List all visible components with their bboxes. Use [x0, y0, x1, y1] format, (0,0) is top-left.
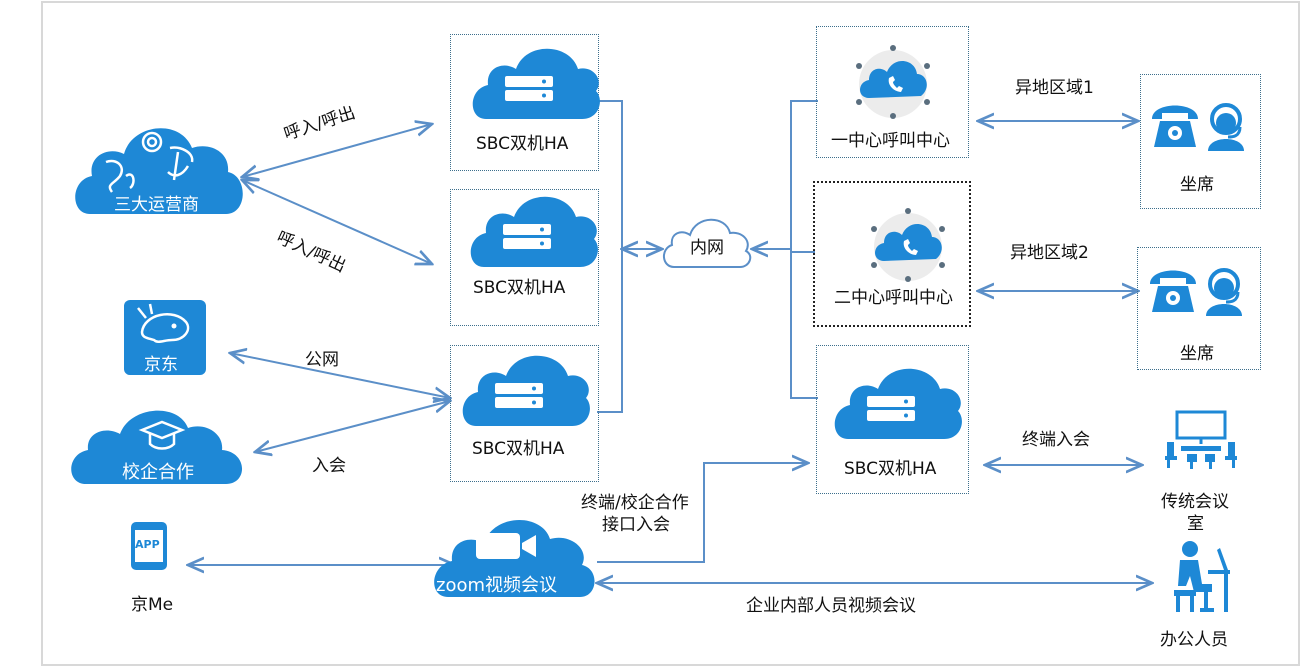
office-worker-icon: [1174, 541, 1230, 612]
agent1-phone-headset-icon: [1152, 103, 1244, 151]
sbc2-label: SBC双机HA: [473, 278, 566, 298]
agent2-phone-headset-icon: [1150, 268, 1242, 316]
sbc1-cloud-icon: [472, 48, 600, 119]
sbc2-cloud-icon: [470, 196, 598, 267]
sbc1-label: SBC双机HA: [476, 134, 569, 154]
bus-left: [597, 100, 623, 413]
video-camera-icon: [476, 533, 536, 559]
app-icon: APP: [129, 520, 169, 572]
zoom-cloud: zoom视频会议: [430, 513, 598, 599]
edge-label-remote-region-1: 异地区域1: [1015, 78, 1094, 98]
cloud-icon: [434, 519, 595, 597]
china-telecom-logo-icon: [167, 146, 194, 181]
sbc3-box: [450, 345, 599, 482]
edge-label-terminal-school-2: 接口入会: [602, 515, 670, 535]
cc2-box: [813, 181, 971, 327]
diagram-frame: [41, 1, 1300, 666]
agent2-label: 坐席: [1180, 344, 1214, 364]
carrier-label: 三大运营商: [114, 195, 199, 215]
carrier-cloud: 三大运营商: [70, 118, 246, 218]
edge-label-public-net: 公网: [305, 350, 339, 370]
edge-school-sbc3: [255, 401, 450, 452]
edge-zoom-sbc4: [597, 463, 808, 563]
meeting-room-label-line2: 室: [1187, 514, 1204, 534]
edge-label-remote-region-2: 异地区域2: [1010, 243, 1089, 263]
app-label: 京Me: [131, 595, 174, 615]
edge-carrier-sbc1: [242, 124, 432, 177]
agent1-label: 坐席: [1180, 175, 1214, 195]
intranet-label: 内网: [690, 238, 724, 258]
meeting-room-icon: [1165, 410, 1237, 469]
graduation-cap-icon: [138, 420, 186, 450]
cc2-label: 二中心呼叫中心: [834, 288, 953, 308]
agent2-box: [1137, 247, 1261, 370]
cc1-label: 一中心呼叫中心: [831, 131, 950, 151]
sbc2-box: [450, 189, 599, 326]
china-mobile-logo-icon: [105, 159, 135, 193]
china-unicom-logo-icon: [141, 131, 163, 153]
edge-carrier-sbc2: [242, 180, 432, 264]
intranet-cloud-icon: [663, 218, 752, 268]
edge-label-terminal-school-1: 终端/校企合作: [581, 493, 689, 513]
jd-label: 京东: [144, 355, 178, 375]
sbc4-box: [816, 345, 969, 494]
cc1-box: [816, 26, 969, 158]
meeting-room-label-line1: 传统会议: [1161, 492, 1229, 512]
app-badge: APP: [135, 538, 160, 551]
sbc3-cloud-icon: [462, 355, 590, 426]
edge-jd-sbc3: [230, 353, 450, 398]
sbc4-label: SBC双机HA: [844, 459, 937, 479]
agent1-box: [1140, 74, 1261, 209]
edge-label-join-meeting: 入会: [312, 456, 346, 476]
school-label: 校企合作: [122, 462, 194, 483]
school-cloud: 校企合作: [66, 402, 252, 486]
sbc4-cloud-icon: [834, 368, 962, 439]
cc1-globe-icon: [856, 45, 930, 119]
cloud-icon: [75, 128, 243, 214]
office-staff-label: 办公人员: [1160, 630, 1228, 650]
cloud-icon: [71, 410, 243, 484]
edge-label-internal-video: 企业内部人员视频会议: [746, 596, 916, 616]
cc2-globe-icon: [871, 208, 945, 282]
jd-dog-icon: [137, 303, 190, 344]
zoom-label: zoom视频会议: [436, 575, 558, 596]
sbc3-label: SBC双机HA: [472, 439, 565, 459]
jd-icon: 京东: [124, 300, 206, 375]
edge-label-terminal-join: 终端入会: [1022, 430, 1090, 450]
